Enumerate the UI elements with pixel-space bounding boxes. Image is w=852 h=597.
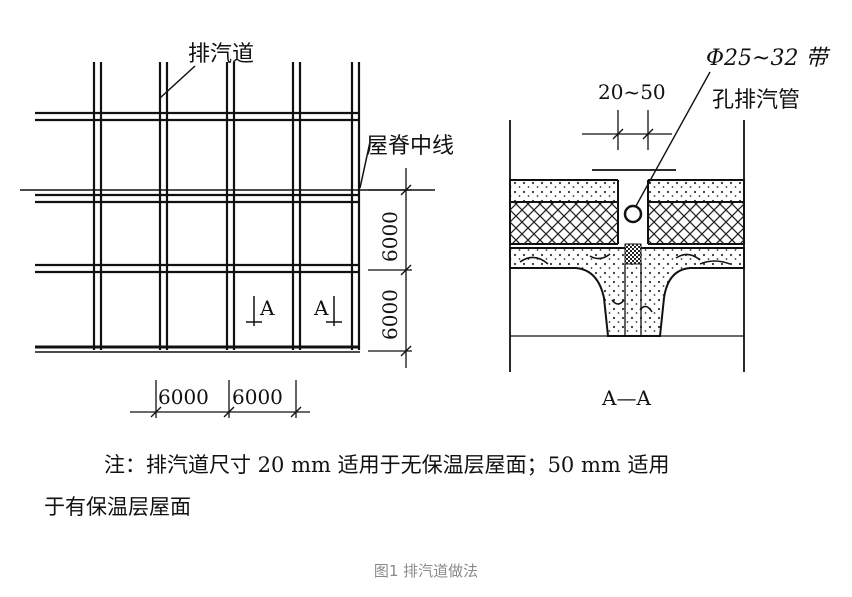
roof-plan [20, 62, 435, 353]
dim-vertical-1: 6000 [378, 211, 402, 262]
note-line-1: 注：排汽道尺寸 20 mm 适用于无保温层屋面；50 mm 适用 [104, 453, 670, 477]
pipe-label-line2: 孔排汽管 [712, 88, 801, 113]
dim-horizontal-1: 6000 [158, 385, 209, 409]
section-marker-left: A [260, 296, 275, 320]
dim-horizontal-2: 6000 [232, 385, 283, 409]
pipe-label-line1: Φ25~32 带 [706, 46, 828, 71]
vertical-dimension [368, 168, 412, 368]
vent-channel-label: 排汽道 [188, 42, 255, 67]
section-view [509, 71, 745, 372]
section-marker-right: A [314, 296, 329, 320]
gap-dimension-label: 20~50 [598, 80, 666, 104]
dim-vertical-2: 6000 [378, 289, 402, 340]
horizontal-dimension [130, 380, 310, 418]
figure-caption: 图1 排汽道做法 [373, 562, 479, 580]
section-title: A—A [602, 386, 651, 410]
ridge-centerline-label: 屋脊中线 [366, 134, 455, 159]
note-line-2: 于有保温层屋面 [44, 495, 191, 519]
